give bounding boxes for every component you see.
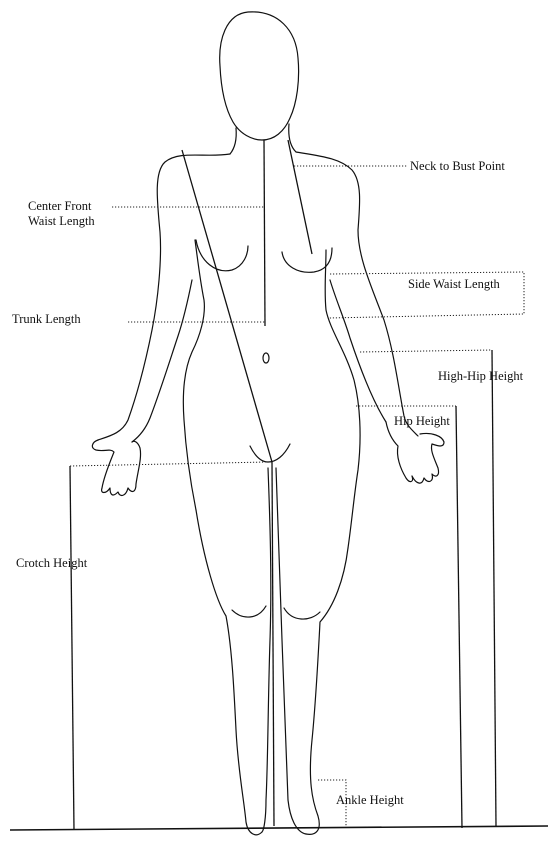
label-side-waist-length: Side Waist Length xyxy=(408,277,500,292)
neck-outline xyxy=(230,128,236,154)
label-hip-height: Hip Height xyxy=(394,414,450,429)
right-breast xyxy=(282,248,332,272)
crotch-center-line xyxy=(272,462,274,826)
neck-to-bust-line xyxy=(288,140,312,254)
left-breast xyxy=(196,240,248,271)
label-waist-length: Waist Length xyxy=(28,214,95,229)
left-torso-side xyxy=(183,240,204,510)
left-shoulder-arm xyxy=(98,154,230,440)
label-center-front: Center Front xyxy=(28,199,92,214)
label-crotch-height: Crotch Height xyxy=(16,556,87,571)
right-leg-outer xyxy=(306,548,348,834)
left-leg-outer xyxy=(196,510,262,835)
left-hand xyxy=(92,440,140,495)
center-front-line xyxy=(264,140,265,326)
right-leg-inner xyxy=(276,468,306,834)
right-knee xyxy=(284,608,320,619)
left-leg-inner xyxy=(262,468,271,832)
trunk-length-line xyxy=(182,150,272,462)
hip-vertical xyxy=(456,406,462,828)
label-ankle-height: Ankle Height xyxy=(336,793,404,808)
left-knee xyxy=(232,606,266,617)
label-trunk-length: Trunk Length xyxy=(12,312,81,327)
right-torso-side xyxy=(325,250,360,548)
navel xyxy=(263,353,269,363)
high-hip-bracket xyxy=(360,350,492,352)
label-neck-to-bust-point: Neck to Bust Point xyxy=(410,159,505,174)
crotch-bracket xyxy=(70,462,268,466)
crotch-vertical xyxy=(70,466,74,830)
right-hand xyxy=(386,422,444,483)
label-high-hip-height: High-Hip Height xyxy=(438,369,523,384)
high-hip-vertical xyxy=(492,350,496,826)
left-inner-arm xyxy=(132,280,192,442)
head-outline xyxy=(220,12,299,140)
ground-line xyxy=(10,826,548,830)
